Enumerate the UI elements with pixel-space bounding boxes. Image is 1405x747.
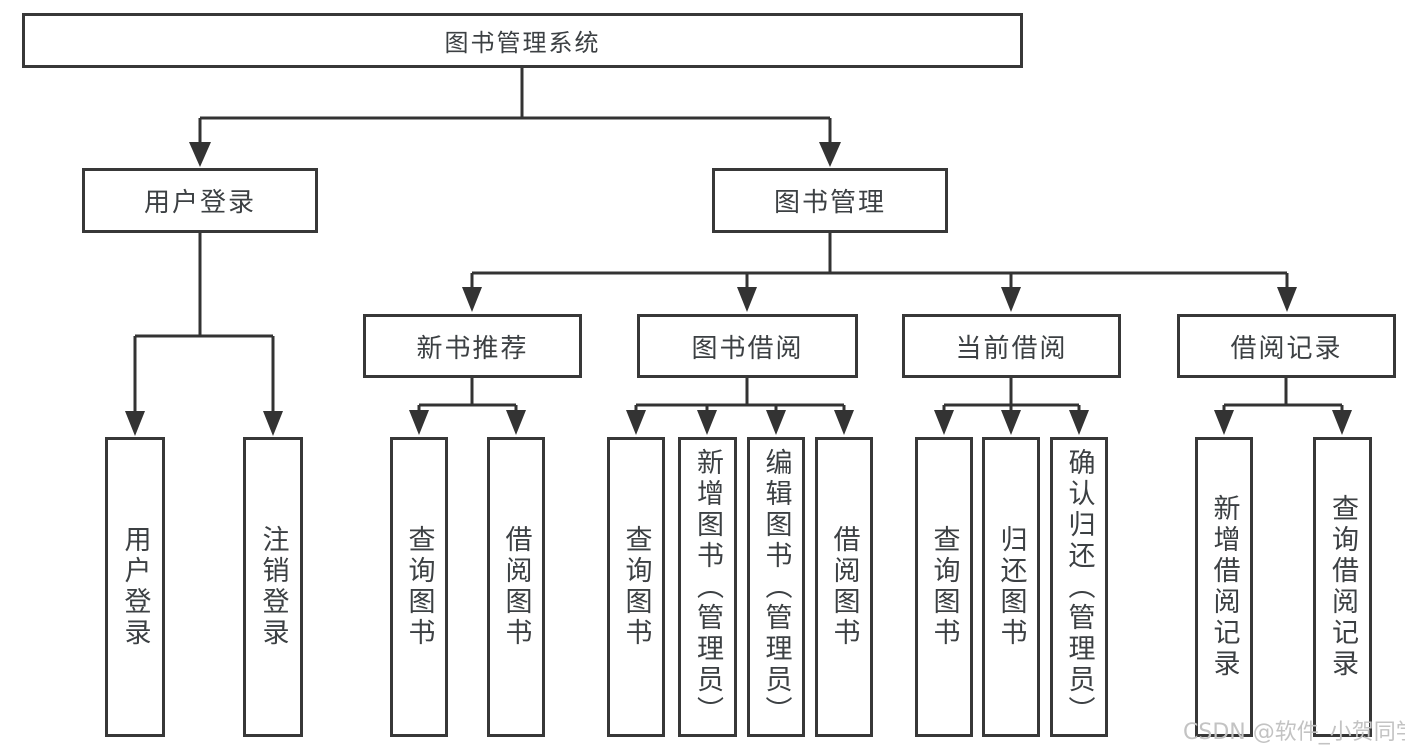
node-return-book: 归还图书 xyxy=(982,437,1040,737)
node-user-login: 用户登录 xyxy=(82,168,318,233)
arrowhead xyxy=(189,142,211,167)
node-confirm-return-admin: 确认归还（管理员） xyxy=(1050,437,1108,737)
arrowhead xyxy=(506,410,526,435)
node-add-book-admin: 新增图书（管理员） xyxy=(678,437,737,737)
node-edit-book-admin: 编辑图书（管理员） xyxy=(747,437,805,737)
connector-borrowrecords-to-leaves xyxy=(1222,378,1344,415)
node-book-borrow: 图书借阅 xyxy=(637,314,858,378)
connector-userlogin-to-leaves xyxy=(133,233,275,415)
arrowhead xyxy=(834,410,854,435)
node-new-book-recommend: 新书推荐 xyxy=(363,314,582,378)
node-root: 图书管理系统 xyxy=(22,13,1023,68)
arrowhead xyxy=(1001,410,1021,435)
arrowhead xyxy=(1069,410,1089,435)
arrowhead xyxy=(263,411,283,436)
node-borrow-books-2: 借阅图书 xyxy=(815,437,873,737)
node-query-borrow-record: 查询借阅记录 xyxy=(1313,437,1372,737)
connector-bookmgmt-to-level3 xyxy=(470,233,1289,291)
connector-currentborrow-to-leaves xyxy=(942,378,1081,415)
node-query-books-1: 查询图书 xyxy=(390,437,448,737)
arrowhead xyxy=(819,142,841,167)
arrowhead xyxy=(1332,410,1352,435)
node-book-management: 图书管理 xyxy=(712,168,948,233)
node-borrow-books-1: 借阅图书 xyxy=(487,437,545,737)
arrowhead xyxy=(626,410,646,435)
arrowhead xyxy=(697,410,717,435)
node-add-borrow-record: 新增借阅记录 xyxy=(1195,437,1253,737)
arrowhead xyxy=(1001,287,1021,312)
connector-root-to-level2 xyxy=(198,68,832,146)
arrowhead xyxy=(766,410,786,435)
arrowhead xyxy=(737,287,757,312)
arrowhead xyxy=(125,411,145,436)
node-borrow-records: 借阅记录 xyxy=(1177,314,1396,378)
arrowhead xyxy=(462,287,482,312)
node-current-borrow: 当前借阅 xyxy=(902,314,1121,378)
connector-bookborrow-to-leaves xyxy=(634,378,846,415)
arrowhead xyxy=(1214,410,1234,435)
arrowhead xyxy=(1277,287,1297,312)
arrowheads xyxy=(125,142,1352,436)
node-query-books-2: 查询图书 xyxy=(607,437,665,737)
node-logout: 注销登录 xyxy=(243,437,303,737)
node-query-books-3: 查询图书 xyxy=(915,437,973,737)
node-login: 用户登录 xyxy=(105,437,165,737)
connector-newbook-to-leaves xyxy=(417,378,518,415)
arrowhead xyxy=(409,410,429,435)
csdn-watermark: CSDN @软件_小贺同学 xyxy=(1183,720,1405,745)
arrowhead xyxy=(934,410,954,435)
